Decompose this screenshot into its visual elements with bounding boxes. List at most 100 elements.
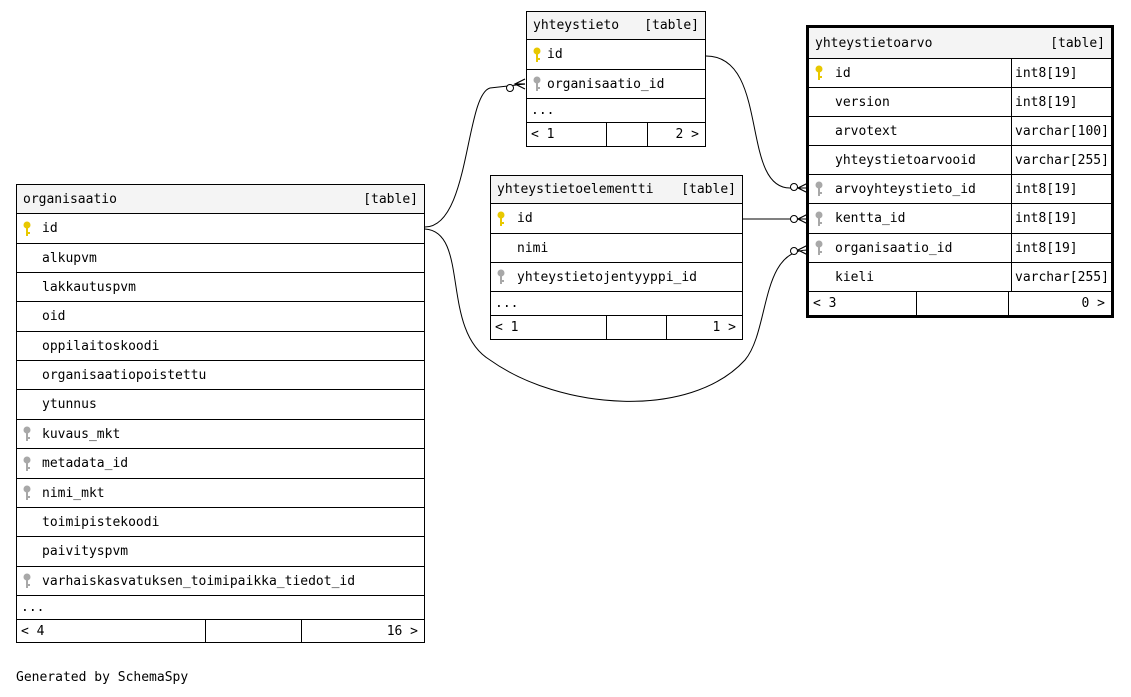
parent-count: < 1	[527, 123, 607, 146]
primary-key-icon	[491, 211, 511, 227]
table-name: yhteystietoarvo	[815, 35, 933, 51]
crow-circle-arvo-1	[790, 183, 798, 191]
table-yhteystieto[interactable]: yhteystieto [table] id organisaatio_id .…	[526, 11, 706, 147]
table-footer: < 1 2 >	[527, 123, 705, 146]
column-row[interactable]: kentta_id int8[19]	[809, 204, 1111, 234]
column-type: int8[19]	[1011, 204, 1111, 233]
column-row[interactable]: alkupvm	[17, 244, 424, 273]
column-type: int8[19]	[1011, 175, 1111, 203]
column-row[interactable]: id int8[19]	[809, 59, 1111, 88]
column-name: nimi_mkt	[42, 485, 105, 501]
table-tag: [table]	[1050, 35, 1105, 51]
table-name: organisaatio	[23, 191, 117, 207]
column-row[interactable]: ytunnus	[17, 390, 424, 420]
foreign-key-icon	[809, 240, 829, 256]
column-row[interactable]: oid	[17, 302, 424, 332]
crow-foot-arvo-3	[796, 244, 809, 256]
crow-foot-arvo-2	[796, 213, 809, 225]
child-count: 0 >	[1081, 296, 1105, 311]
column-row[interactable]: metadata_id	[17, 449, 424, 479]
table-header: yhteystietoelementti [table]	[491, 176, 742, 204]
column-name: metadata_id	[42, 456, 129, 471]
column-name: oppilaitoskoodi	[42, 338, 160, 354]
edge-organisaatio-yhteystieto	[424, 83, 526, 228]
column-row[interactable]: id	[527, 40, 705, 70]
more-columns-ellipsis: ...	[527, 99, 705, 123]
column-row[interactable]: lakkautuspvm	[17, 273, 424, 302]
column-name: id	[547, 47, 563, 62]
parent-count: < 3	[809, 292, 917, 315]
column-type: varchar[255]	[1011, 263, 1111, 291]
column-type: varchar[255]	[1011, 146, 1111, 174]
column-name: nimi	[517, 240, 549, 256]
column-name: arvotext	[835, 123, 898, 139]
column-name: id	[517, 211, 533, 226]
column-name: yhteystietojentyyppi_id	[517, 269, 698, 285]
column-row[interactable]: paivityspvm	[17, 537, 424, 567]
foreign-key-icon	[527, 76, 547, 92]
primary-key-icon	[17, 221, 37, 237]
column-row[interactable]: varhaiskasvatuksen_toimipaikka_tiedot_id	[17, 567, 424, 596]
column-name: kieli	[835, 269, 875, 285]
table-header: yhteystieto [table]	[527, 12, 705, 40]
column-row[interactable]: organisaatio_id	[527, 70, 705, 99]
column-row[interactable]: arvotext varchar[100]	[809, 117, 1111, 146]
column-name: paivityspvm	[42, 544, 129, 559]
generated-by-note: Generated by SchemaSpy	[16, 670, 189, 685]
child-count: 2 >	[675, 127, 699, 142]
column-row[interactable]: toimipistekoodi	[17, 508, 424, 537]
foreign-key-icon	[17, 426, 37, 442]
table-tag: [table]	[644, 18, 699, 33]
column-row[interactable]: oppilaitoskoodi	[17, 332, 424, 361]
column-row[interactable]: nimi	[491, 234, 742, 263]
column-name: organisaatiopoistettu	[42, 367, 207, 383]
column-name: kuvaus_mkt	[42, 426, 121, 442]
foreign-key-icon	[17, 485, 37, 501]
child-count: 16 >	[386, 623, 418, 639]
crow-foot-yhteystieto	[513, 78, 526, 90]
foreign-key-icon	[17, 456, 37, 472]
table-yhteystietoelementti[interactable]: yhteystietoelementti [table] id nimi yht…	[490, 175, 743, 340]
foreign-key-icon	[809, 181, 829, 197]
column-row[interactable]: organisaatiopoistettu	[17, 361, 424, 390]
table-footer: < 1 1 >	[491, 316, 742, 339]
column-name: organisaatio_id	[835, 240, 953, 256]
table-organisaatio[interactable]: organisaatio [table] id alkupvm lakkautu…	[16, 184, 425, 643]
crow-foot-arvo-1	[796, 182, 809, 194]
table-name: yhteystietoelementti	[497, 182, 654, 197]
table-footer: < 3 0 >	[809, 292, 1111, 315]
foreign-key-icon	[17, 573, 37, 589]
table-tag: [table]	[681, 182, 736, 197]
crow-circle-yhteystieto	[506, 84, 514, 92]
column-name: oid	[42, 309, 66, 324]
primary-key-icon	[527, 47, 547, 63]
column-row[interactable]: version int8[19]	[809, 88, 1111, 117]
column-row[interactable]: nimi_mkt	[17, 479, 424, 508]
foreign-key-icon	[491, 269, 511, 285]
column-type: varchar[100]	[1011, 117, 1111, 145]
column-row[interactable]: yhteystietoarvooid varchar[255]	[809, 146, 1111, 175]
parent-count: < 1	[491, 316, 607, 339]
column-row[interactable]: organisaatio_id int8[19]	[809, 234, 1111, 263]
table-yhteystietoarvo[interactable]: yhteystietoarvo [table] id int8[19] vers…	[806, 25, 1114, 318]
column-name: id	[42, 221, 58, 236]
edge-yhteystieto-yhteystietoarvo	[705, 55, 808, 189]
column-row[interactable]: id	[17, 214, 424, 244]
column-row[interactable]: id	[491, 204, 742, 234]
column-name: alkupvm	[42, 250, 97, 266]
column-name: organisaatio_id	[547, 76, 665, 92]
column-type: int8[19]	[1011, 88, 1111, 116]
crow-circle-arvo-3	[790, 247, 798, 255]
column-row[interactable]: kuvaus_mkt	[17, 420, 424, 449]
table-header: organisaatio [table]	[17, 185, 424, 214]
crow-circle-arvo-2	[790, 215, 798, 223]
column-name: toimipistekoodi	[42, 514, 160, 530]
column-name: ytunnus	[42, 397, 97, 412]
column-type: int8[19]	[1011, 59, 1111, 87]
table-tag: [table]	[363, 191, 418, 207]
column-row[interactable]: kieli varchar[255]	[809, 263, 1111, 292]
column-row[interactable]: yhteystietojentyyppi_id	[491, 263, 742, 292]
child-count: 1 >	[712, 320, 736, 335]
column-row[interactable]: arvoyhteystieto_id int8[19]	[809, 175, 1111, 204]
